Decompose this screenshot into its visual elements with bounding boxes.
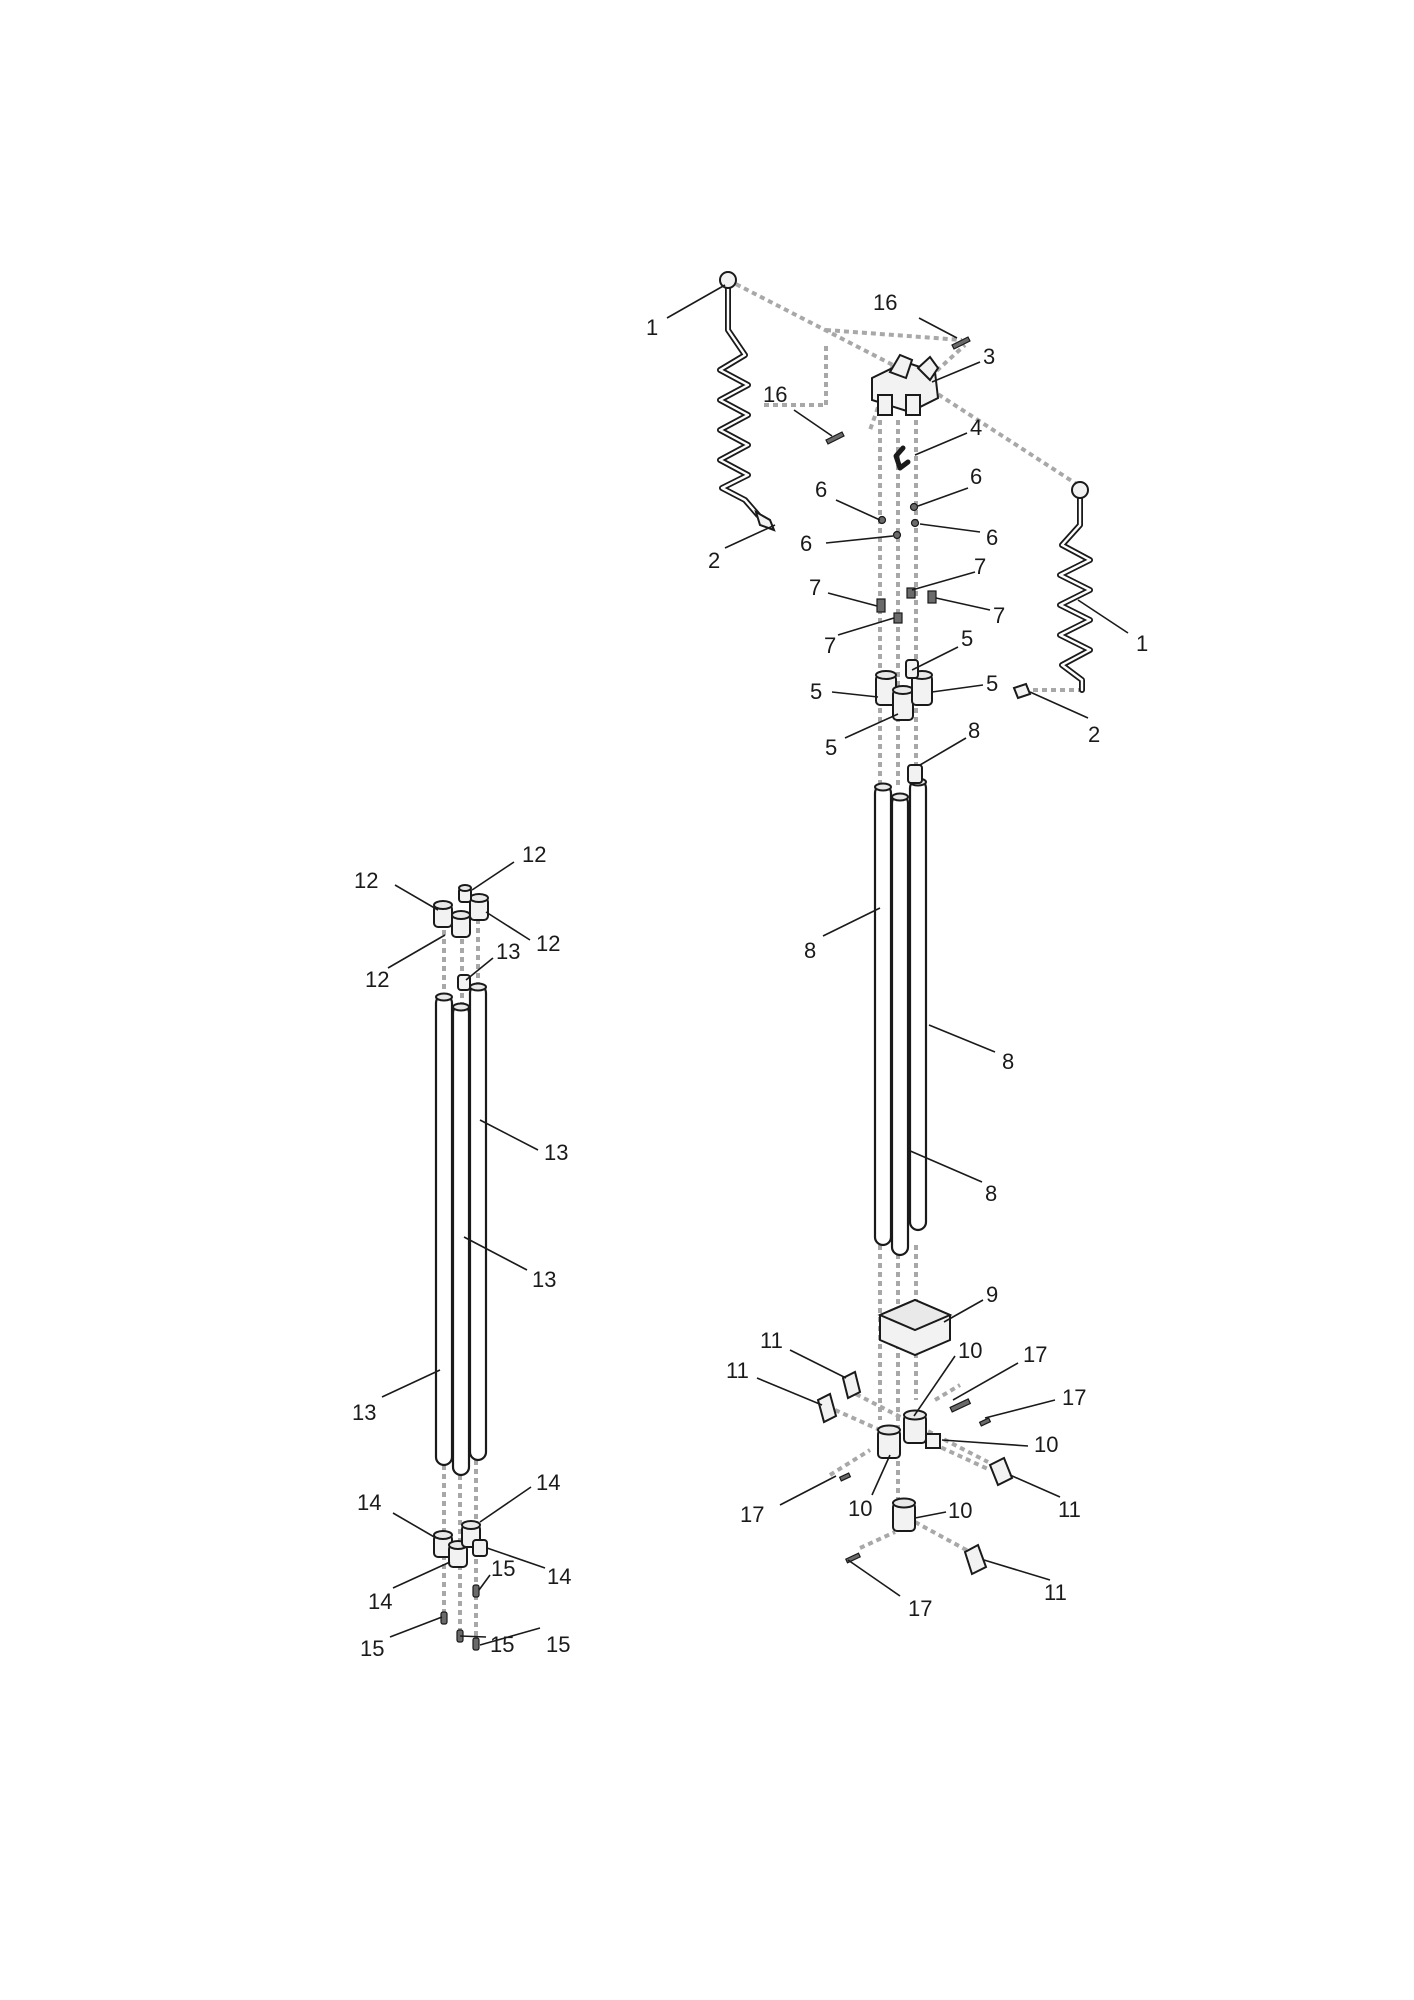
callout-label: 11 bbox=[760, 1328, 783, 1353]
callout-label: 8 bbox=[804, 938, 816, 963]
small-pin bbox=[910, 518, 920, 528]
callout-label: 11 bbox=[726, 1358, 749, 1383]
callout-label: 2 bbox=[708, 548, 720, 573]
callout-label: 6 bbox=[986, 525, 998, 550]
callout-label: 16 bbox=[873, 290, 897, 315]
callout-label: 9 bbox=[986, 1282, 998, 1307]
callout-label: 13 bbox=[532, 1267, 556, 1292]
spring-end-cap bbox=[719, 271, 737, 289]
callout-label: 17 bbox=[1062, 1385, 1086, 1410]
callout-label: 13 bbox=[496, 939, 520, 964]
spring-end-cap bbox=[1071, 481, 1089, 499]
callout-label: 8 bbox=[968, 718, 980, 743]
callout-label: 3 bbox=[983, 344, 995, 369]
callout-label: 5 bbox=[961, 626, 973, 651]
callout-label: 10 bbox=[948, 1498, 972, 1523]
callout-label: 6 bbox=[800, 531, 812, 556]
callouts: 1 2 16 3 16 4 6 6 6 6 7 7 7 7 1 2 5 5 bbox=[352, 284, 1148, 1661]
base-block bbox=[877, 1298, 953, 1357]
callout-label: 11 bbox=[1058, 1497, 1081, 1522]
bottom-connectors bbox=[433, 1520, 488, 1568]
callout-label: 1 bbox=[1136, 631, 1148, 656]
base-fittings bbox=[877, 1409, 941, 1532]
clamp bbox=[841, 1370, 862, 1400]
callout-label: 14 bbox=[357, 1490, 381, 1515]
callout-label: 5 bbox=[825, 735, 837, 760]
top-pin-right bbox=[951, 336, 971, 350]
center-hook bbox=[893, 445, 911, 471]
small-pin bbox=[909, 502, 919, 512]
callout-label: 13 bbox=[352, 1400, 376, 1425]
callout-label: 17 bbox=[1023, 1342, 1047, 1367]
top-pin-left bbox=[825, 431, 845, 445]
clip bbox=[893, 612, 903, 624]
left-assembly bbox=[433, 884, 489, 1651]
foot-pin bbox=[440, 1611, 448, 1625]
callout-label: 7 bbox=[824, 633, 836, 658]
callout-label: 14 bbox=[368, 1589, 392, 1614]
callout-label: 10 bbox=[1034, 1432, 1058, 1457]
right-tubes bbox=[873, 764, 928, 1257]
spring-hook-left bbox=[754, 509, 776, 532]
foot-pin bbox=[472, 1584, 480, 1598]
callout-label: 17 bbox=[908, 1596, 932, 1621]
callout-label: 8 bbox=[1002, 1049, 1014, 1074]
callout-label: 15 bbox=[546, 1632, 570, 1657]
callout-label: 6 bbox=[970, 464, 982, 489]
callout-label: 2 bbox=[1088, 722, 1100, 747]
callout-label: 5 bbox=[986, 671, 998, 696]
left-tubes bbox=[434, 974, 488, 1477]
clip bbox=[906, 587, 916, 599]
callout-label: 15 bbox=[491, 1556, 515, 1581]
callout-label: 8 bbox=[985, 1181, 997, 1206]
clip bbox=[876, 598, 886, 613]
small-pin bbox=[892, 530, 902, 540]
callout-label: 7 bbox=[974, 554, 986, 579]
callout-label: 11 bbox=[1044, 1580, 1067, 1605]
spring-hook-right bbox=[1012, 682, 1032, 700]
callout-label: 12 bbox=[365, 967, 389, 992]
callout-label: 15 bbox=[360, 1636, 384, 1661]
callout-label: 13 bbox=[544, 1140, 568, 1165]
top-caps bbox=[433, 884, 489, 938]
callout-label: 16 bbox=[763, 382, 787, 407]
callout-label: 17 bbox=[740, 1502, 764, 1527]
foot-pin bbox=[472, 1637, 480, 1651]
callout-label: 14 bbox=[536, 1470, 560, 1495]
top-hub bbox=[871, 353, 940, 416]
callout-label: 12 bbox=[354, 868, 378, 893]
upper-connectors bbox=[875, 659, 933, 721]
callout-label: 12 bbox=[536, 931, 560, 956]
base-pin bbox=[845, 1552, 861, 1564]
callout-label: 4 bbox=[970, 415, 982, 440]
right-assembly bbox=[717, 271, 1093, 1576]
clamp bbox=[816, 1392, 838, 1424]
clamp bbox=[963, 1543, 988, 1576]
spring-right bbox=[1057, 481, 1093, 693]
clamp bbox=[988, 1456, 1014, 1487]
base-pin bbox=[978, 1417, 992, 1427]
callout-label: 14 bbox=[547, 1564, 571, 1589]
callout-label: 6 bbox=[815, 477, 827, 502]
callout-label: 1 bbox=[646, 315, 658, 340]
clip bbox=[927, 590, 937, 604]
callout-label: 7 bbox=[993, 603, 1005, 628]
callout-label: 7 bbox=[809, 575, 821, 600]
spring-left bbox=[717, 271, 761, 518]
base-pin bbox=[949, 1398, 972, 1413]
callout-label: 10 bbox=[848, 1496, 872, 1521]
base-pin bbox=[838, 1472, 852, 1482]
callout-label: 5 bbox=[810, 679, 822, 704]
callout-label: 10 bbox=[958, 1338, 982, 1363]
callout-label: 12 bbox=[522, 842, 546, 867]
